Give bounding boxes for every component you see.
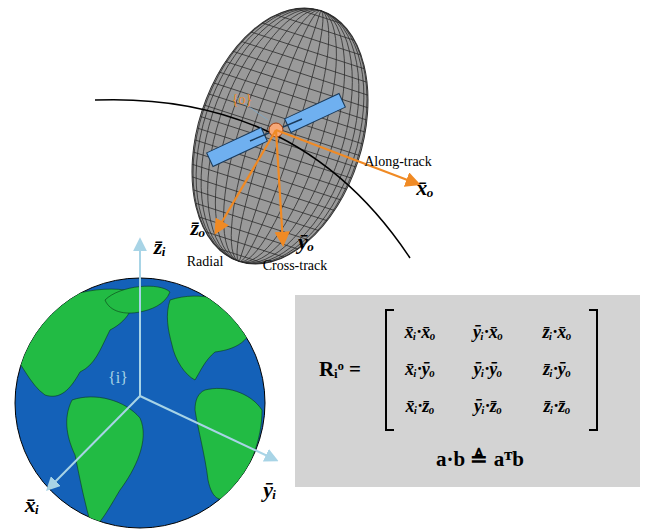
- frame-name: {o}: [232, 92, 252, 107]
- matrix-bracket: [385, 309, 394, 431]
- grid-line: [162, 0, 397, 286]
- matrix-entry: z̄ᵢ·x̄ₒ: [543, 323, 572, 343]
- equation: a·b ≜ aᵀb: [436, 448, 524, 471]
- frame-name: {i}: [108, 369, 128, 387]
- grid-line: [172, 0, 389, 283]
- matrix-entry: ȳᵢ·z̄ₒ: [474, 397, 502, 417]
- matrix-entry: x̄ᵢ·z̄ₒ: [406, 397, 435, 417]
- equation-box: Rᵢᵒ = x̄ᵢ·x̄ₒ ȳᵢ·x̄ₒ z̄ᵢ·x̄ₒ x̄ᵢ·ȳₒ ȳᵢ·ȳₒ z̄ᵢ·…: [295, 295, 640, 487]
- axis-name: Along-track: [364, 154, 432, 169]
- grid-line: [166, 0, 394, 285]
- grid-line: [213, 2, 348, 270]
- axis-name: Radial: [187, 254, 224, 269]
- inertial-frame-axes: [48, 240, 276, 489]
- matrix-bracket: [589, 309, 598, 431]
- axis-label: z̄ₒ: [190, 216, 205, 240]
- axis-label: x̄ᵢ: [25, 493, 40, 517]
- equation: Rᵢᵒ =: [319, 358, 361, 381]
- matrix-entry: z̄ᵢ·z̄ₒ: [544, 397, 571, 417]
- matrix-entry: ȳᵢ·x̄ₒ: [473, 323, 503, 343]
- earth: [10, 278, 265, 528]
- grid-line: [200, 91, 371, 147]
- grid-line: [189, 0, 371, 278]
- uncertainty-ellipsoid: [154, 0, 407, 289]
- matrix-entry: z̄ᵢ·ȳₒ: [543, 360, 571, 380]
- axis-label: x̄ₒ: [416, 176, 433, 200]
- matrix-entry: ȳᵢ·ȳₒ: [474, 360, 503, 380]
- axis-label: ȳₒ: [298, 230, 314, 254]
- matrix-entry: x̄ᵢ·x̄ₒ: [405, 323, 436, 343]
- axis-label: ȳᵢ: [263, 478, 277, 502]
- orbit-frame-axes: [216, 130, 418, 244]
- grid-line: [233, 0, 404, 44]
- grid-line: [179, 0, 380, 281]
- matrix-entry: x̄ᵢ·ȳₒ: [405, 360, 435, 380]
- axis-name: Cross-track: [263, 258, 328, 273]
- axis-label: z̄ᵢ: [154, 235, 166, 259]
- orbit-curve: [95, 100, 410, 258]
